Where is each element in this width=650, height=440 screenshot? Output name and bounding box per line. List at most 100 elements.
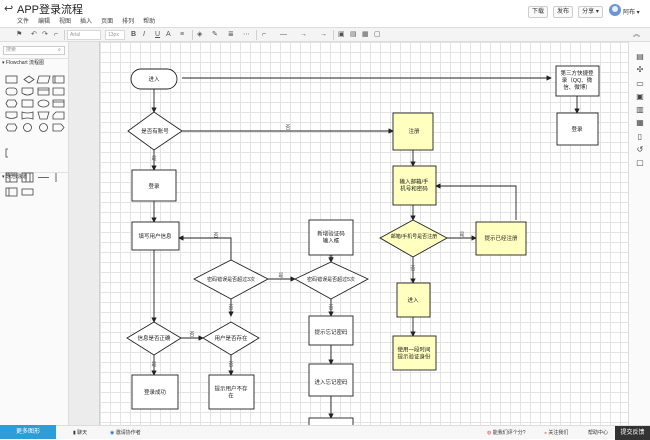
lane-shape-icon[interactable]	[21, 172, 34, 183]
download-button[interactable]: 下载	[528, 6, 548, 18]
image-icon[interactable]: ▣	[636, 92, 644, 101]
next-step-box[interactable]	[308, 417, 354, 425]
manual-op-shape-icon[interactable]	[52, 87, 65, 96]
font-size-select[interactable]: 13px	[105, 30, 125, 40]
info-correct-decision[interactable]	[126, 321, 182, 356]
enter-box[interactable]	[396, 282, 431, 318]
avatar[interactable]	[609, 4, 621, 16]
fill-color-icon[interactable]: ◈	[197, 31, 203, 38]
menu-edit[interactable]: 编辑	[38, 19, 51, 25]
enter-forgot-box[interactable]	[308, 363, 354, 397]
line-style-icon[interactable]: ⋯	[243, 31, 250, 38]
h-lane-shape-icon[interactable]	[21, 188, 34, 196]
internal-storage-shape-icon[interactable]	[37, 87, 50, 96]
line-width-icon[interactable]: ≣	[228, 31, 234, 38]
login2-box[interactable]	[556, 112, 599, 146]
history-icon[interactable]: ↺	[636, 145, 644, 154]
menu-arrange[interactable]: 排列	[122, 19, 135, 25]
preparation-shape-icon[interactable]	[5, 99, 18, 108]
h-pool-shape-icon[interactable]	[5, 187, 18, 197]
document-title[interactable]: APP登录流程	[17, 4, 84, 16]
comment-icon[interactable]: ▢	[636, 158, 644, 167]
process-shape-icon[interactable]	[5, 75, 18, 84]
multi-doc-shape-icon[interactable]	[5, 111, 18, 119]
arrow-end-icon[interactable]: →	[320, 31, 327, 38]
user-exists-decision[interactable]	[202, 321, 260, 356]
export-icon[interactable]: ▥	[636, 105, 644, 114]
redo-icon[interactable]: ↷	[42, 31, 48, 38]
already-registered-box[interactable]	[475, 221, 527, 256]
decision-shape-icon[interactable]	[23, 75, 35, 84]
align-icon[interactable]: ≡	[180, 31, 185, 38]
document-shape-icon[interactable]	[21, 87, 34, 96]
submit-feedback-button[interactable]: 提交反馈	[615, 426, 650, 440]
or-shape-icon[interactable]	[39, 123, 48, 132]
menu-view[interactable]: 视图	[59, 19, 72, 25]
publish-button[interactable]: 发布	[553, 6, 573, 18]
pwd-err-3-decision[interactable]	[193, 259, 269, 300]
underline-icon[interactable]: U	[155, 31, 161, 38]
share-button[interactable]: 分享 ▾	[578, 6, 603, 18]
menu-insert[interactable]: 插入	[80, 19, 93, 25]
undo-icon[interactable]: ↶	[31, 31, 37, 38]
navigator-icon[interactable]: ✣	[636, 65, 644, 74]
card-shape-icon[interactable]	[52, 99, 65, 108]
format-painter-icon[interactable]: ⚑	[16, 31, 23, 38]
section-flowchart-header[interactable]: ▾ Flowchart 流程图	[0, 58, 68, 67]
data-shape-icon[interactable]	[36, 75, 51, 84]
login-box[interactable]	[131, 169, 177, 202]
start-terminator[interactable]	[130, 68, 178, 90]
menu-help[interactable]: 帮助	[143, 19, 156, 25]
terminator-shape-icon[interactable]	[5, 87, 18, 96]
send-back-icon[interactable]: ▤	[350, 31, 357, 38]
paint-format-icon[interactable]: ⌐	[54, 31, 59, 38]
flowchart[interactable]: 进入 是否有账号 登录 填写用户信息 密码错误是否超过3次 密码错误是否超过5次…	[100, 42, 629, 425]
back-arrow-icon[interactable]: ↩	[4, 3, 14, 15]
login-success-box[interactable]	[131, 374, 179, 410]
shape-search-input[interactable]: 搜索	[3, 46, 65, 55]
connector-shape-icon[interactable]	[23, 123, 32, 132]
bring-front-icon[interactable]: ▣	[338, 31, 345, 38]
email-registered-decision[interactable]	[379, 219, 448, 258]
annotation-shape-icon[interactable]	[5, 148, 8, 158]
verify-hint-box[interactable]	[392, 335, 437, 371]
page-icon[interactable]: ▭	[636, 79, 644, 88]
lock-icon[interactable]: ▢	[374, 31, 381, 38]
font-family-select[interactable]: Arial	[67, 30, 101, 40]
connector-icon[interactable]: ⌐	[262, 31, 267, 38]
more-shapes-button[interactable]: 更多图形	[0, 425, 56, 439]
third-party-box[interactable]	[555, 65, 600, 97]
help-center-button[interactable]: 帮助中心	[588, 430, 609, 436]
add-captcha-box[interactable]	[308, 219, 354, 256]
font-color-icon[interactable]: A	[166, 31, 171, 38]
search-icon[interactable]: ⌕	[58, 47, 61, 53]
user-name[interactable]: 阿布 ▾	[623, 10, 640, 16]
line-end-icon[interactable]: —	[280, 31, 287, 38]
card-cut-shape-icon[interactable]	[52, 111, 65, 120]
menu-page[interactable]: 页面	[101, 19, 114, 25]
pool-shape-icon[interactable]	[5, 172, 18, 183]
tape-shape-icon[interactable]	[21, 111, 34, 120]
line-color-icon[interactable]: ✎	[212, 31, 218, 38]
register-box[interactable]	[392, 112, 434, 151]
ellipse-shape-icon[interactable]	[37, 99, 50, 108]
data-icon[interactable]: ▦	[636, 118, 644, 127]
rect-shape-icon[interactable]	[21, 99, 34, 108]
invite-button[interactable]: ◉ 邀请协作者	[110, 428, 141, 438]
diagram-page[interactable]: 进入 是否有账号 登录 填写用户信息 密码错误是否超过3次 密码错误是否超过5次…	[99, 42, 628, 425]
enter-phone-box[interactable]	[392, 165, 437, 206]
menu-file[interactable]: 文件	[17, 19, 30, 25]
has-account-decision[interactable]	[127, 111, 183, 151]
arrow-icon[interactable]: →	[300, 31, 307, 38]
document-icon[interactable]: ▯	[637, 132, 643, 141]
italic-icon[interactable]: I	[143, 31, 145, 38]
user-not-exist-box[interactable]	[208, 374, 255, 410]
pwd-err-5-decision[interactable]	[294, 261, 370, 300]
group-icon[interactable]: ▦	[362, 31, 369, 38]
forgot-hint-box[interactable]	[308, 315, 354, 346]
collapse-toolbar-icon[interactable]: ︽	[633, 31, 640, 38]
offpage-shape-icon[interactable]	[52, 123, 65, 132]
follow-button[interactable]: ◒ 关注我们	[544, 428, 568, 438]
hex-shape-icon[interactable]	[5, 123, 18, 132]
predefined-shape-icon[interactable]	[52, 75, 65, 84]
